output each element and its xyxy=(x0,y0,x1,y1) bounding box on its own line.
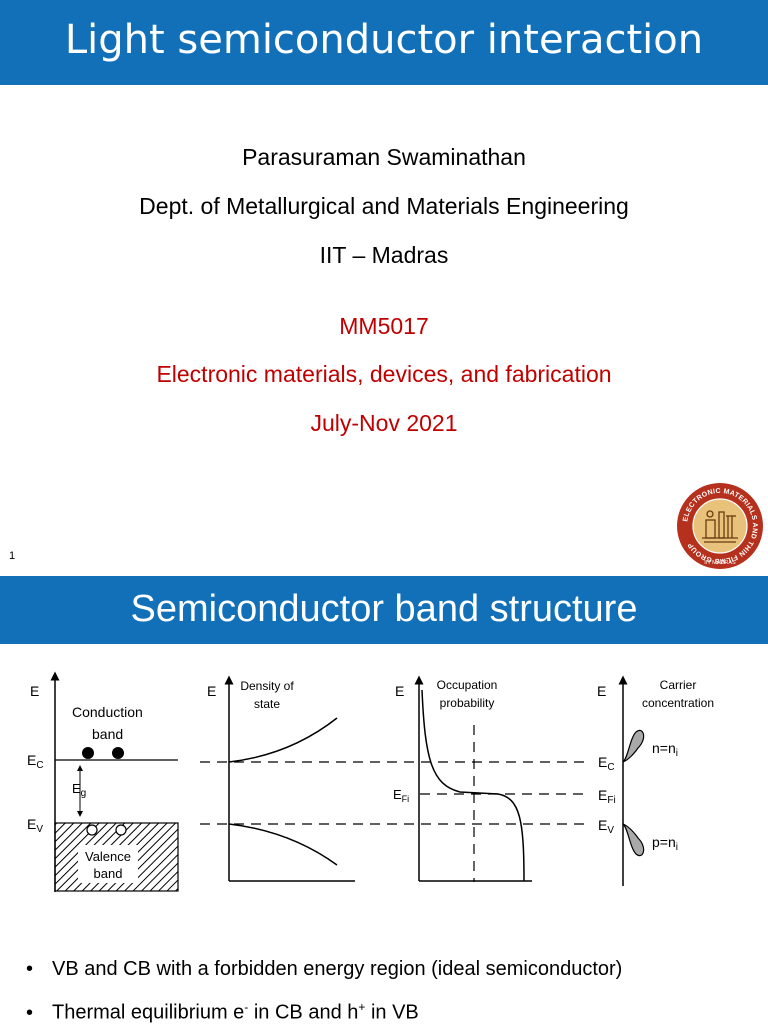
ec-label: EC xyxy=(27,752,44,771)
hole-dot-2 xyxy=(115,824,127,836)
bullet-text: VB and CB with a forbidden energy region… xyxy=(52,958,623,980)
band-structure-diagram: E Conduction band EC Eg EV Valence band … xyxy=(27,671,714,892)
bullet-text-part: in VB xyxy=(365,1001,419,1024)
conduction-band-label-1: Conduction xyxy=(72,704,143,720)
carrier-label-1: Carrier xyxy=(660,678,697,692)
occupation-label-2: probability xyxy=(440,696,495,710)
bullet-dot: • xyxy=(26,958,34,980)
axis-label-e-1: E xyxy=(30,683,39,699)
electron-superscript: - xyxy=(244,1000,249,1014)
occupation-label-1: Occupation xyxy=(437,678,498,692)
bullet-item-1: • VB and CB with a forbidden energy regio… xyxy=(26,958,622,981)
axis-label-e-2: E xyxy=(207,683,216,699)
slide2-title-banner: Semiconductor band structure xyxy=(0,576,768,644)
bullet-dot: • xyxy=(26,1001,34,1024)
dos-label-2: state xyxy=(254,697,280,711)
page-number: 1 xyxy=(9,550,16,562)
carrier-label-2: concentration xyxy=(642,696,714,710)
ev-right-label: EV xyxy=(598,817,614,836)
institute: IIT – Madras xyxy=(319,242,449,268)
n-equals-ni-label: n=ni xyxy=(652,740,678,759)
reference-dashed-lines xyxy=(200,725,590,882)
conduction-band-label-2: band xyxy=(92,726,123,742)
valence-dos-curve xyxy=(228,823,338,866)
dos-label-1: Density of xyxy=(240,679,294,693)
electron-dot-1 xyxy=(82,747,94,759)
hole-dot-1 xyxy=(86,824,98,836)
efi-right-label: EFi xyxy=(598,787,616,806)
efi-left-label: EFi xyxy=(393,787,409,804)
fermi-dirac-curve xyxy=(421,689,525,882)
course-code: MM5017 xyxy=(339,313,429,339)
axis-label-e-4: E xyxy=(597,683,606,699)
electron-dot-2 xyxy=(112,747,124,759)
axis-label-e-3: E xyxy=(395,683,404,699)
bullet-item-2: • Thermal equilibrium e- in CB and h+ in … xyxy=(26,1000,419,1025)
band-diagram-panel: E Conduction band EC Eg EV Valence band xyxy=(27,671,179,892)
bullet-text-part: in CB and h xyxy=(248,1001,359,1024)
logo-equipment-drawing xyxy=(702,510,738,543)
valence-band-label-2: band xyxy=(94,866,123,881)
valence-band-label-1: Valence xyxy=(85,849,131,864)
carrier-concentration-panel: E Carrier concentration n=ni p=ni xyxy=(597,675,714,886)
bullet-text-part: Thermal equilibrium e xyxy=(52,1001,245,1024)
hole-superscript: + xyxy=(358,1000,366,1014)
logo-bottom-text: IIT MADRAS xyxy=(704,560,736,566)
course-term: July-Nov 2021 xyxy=(310,410,458,436)
ec-right-label: EC xyxy=(598,754,615,773)
group-logo: ELECTRONIC MATERIALS AND THIN FILMS GROU… xyxy=(677,483,763,569)
slide1-title: Light semiconductor interaction xyxy=(64,17,704,63)
occupation-probability-panel: E Occupation probability EFi xyxy=(393,675,532,882)
ev-label: EV xyxy=(27,816,43,835)
eg-label: Eg xyxy=(72,781,86,799)
electron-concentration-shape xyxy=(622,729,645,763)
p-equals-ni-label: p=ni xyxy=(652,834,678,853)
density-of-states-panel: E Density of state xyxy=(207,675,355,882)
slide2-title: Semiconductor band structure xyxy=(130,588,638,630)
slide1-title-banner: Light semiconductor interaction xyxy=(0,0,768,85)
author-name: Parasuraman Swaminathan xyxy=(242,144,526,170)
hole-concentration-shape xyxy=(622,823,645,857)
department: Dept. of Metallurgical and Materials Eng… xyxy=(139,193,629,219)
valence-label-box xyxy=(78,845,138,883)
conduction-dos-curve xyxy=(228,717,338,763)
course-name: Electronic materials, devices, and fabri… xyxy=(156,361,612,387)
